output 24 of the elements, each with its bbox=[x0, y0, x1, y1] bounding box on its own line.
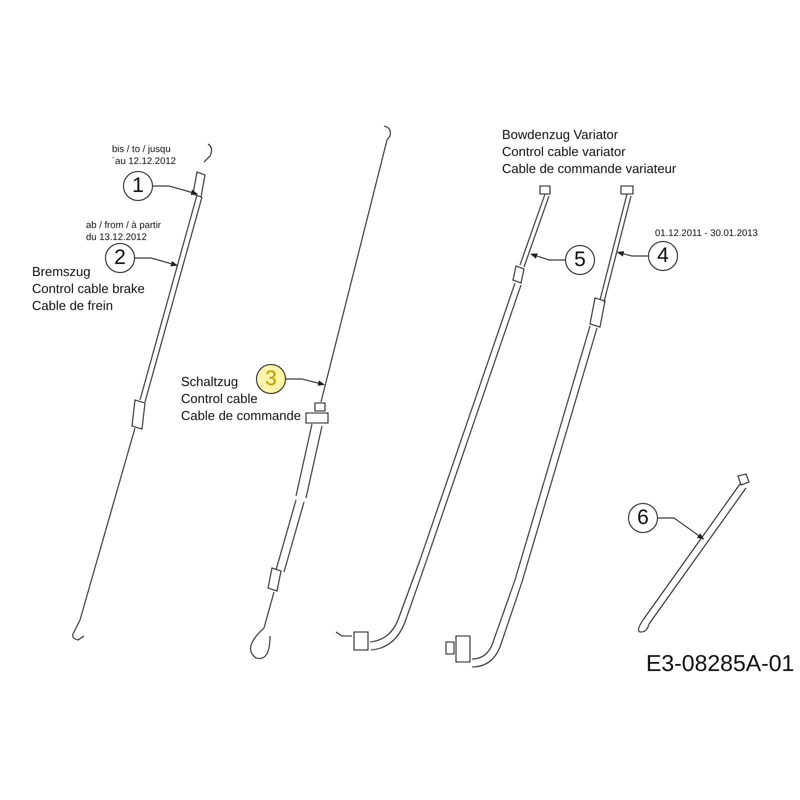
leader-line bbox=[530, 253, 566, 260]
leader-line bbox=[658, 518, 704, 540]
leader-line bbox=[152, 186, 198, 195]
part-name: Bowdenzug Variator bbox=[502, 127, 618, 142]
part-name: Cable de frein bbox=[32, 298, 113, 313]
part-name: Control cable variator bbox=[502, 144, 626, 159]
date-note: 01.12.2011 - 30.01.2013 bbox=[655, 228, 759, 240]
date-note: bis / to / jusqu´au 12.12.2012 bbox=[112, 144, 177, 168]
cable-drawing bbox=[336, 185, 551, 651]
leader-line bbox=[286, 378, 325, 386]
callout-number: 6 bbox=[628, 503, 658, 533]
part-name: Bremszug bbox=[32, 264, 91, 279]
drawing-number: E3-08285A-01 bbox=[646, 650, 794, 677]
callout-number: 4 bbox=[648, 241, 678, 271]
date-note: ab / from / à partir du 13.12.2012 bbox=[86, 220, 162, 244]
part-name: Cable de commande variateur bbox=[502, 161, 676, 176]
leader-line bbox=[134, 258, 178, 266]
cable-tie-drawing bbox=[638, 473, 750, 633]
cable-drawing bbox=[445, 185, 634, 668]
part-name: Schaltzug bbox=[181, 374, 238, 389]
part-name: Control cable brake bbox=[32, 281, 145, 296]
part-name: Cable de commande bbox=[181, 408, 301, 423]
leader-line bbox=[616, 251, 648, 257]
part-name: Control cable bbox=[181, 391, 258, 406]
